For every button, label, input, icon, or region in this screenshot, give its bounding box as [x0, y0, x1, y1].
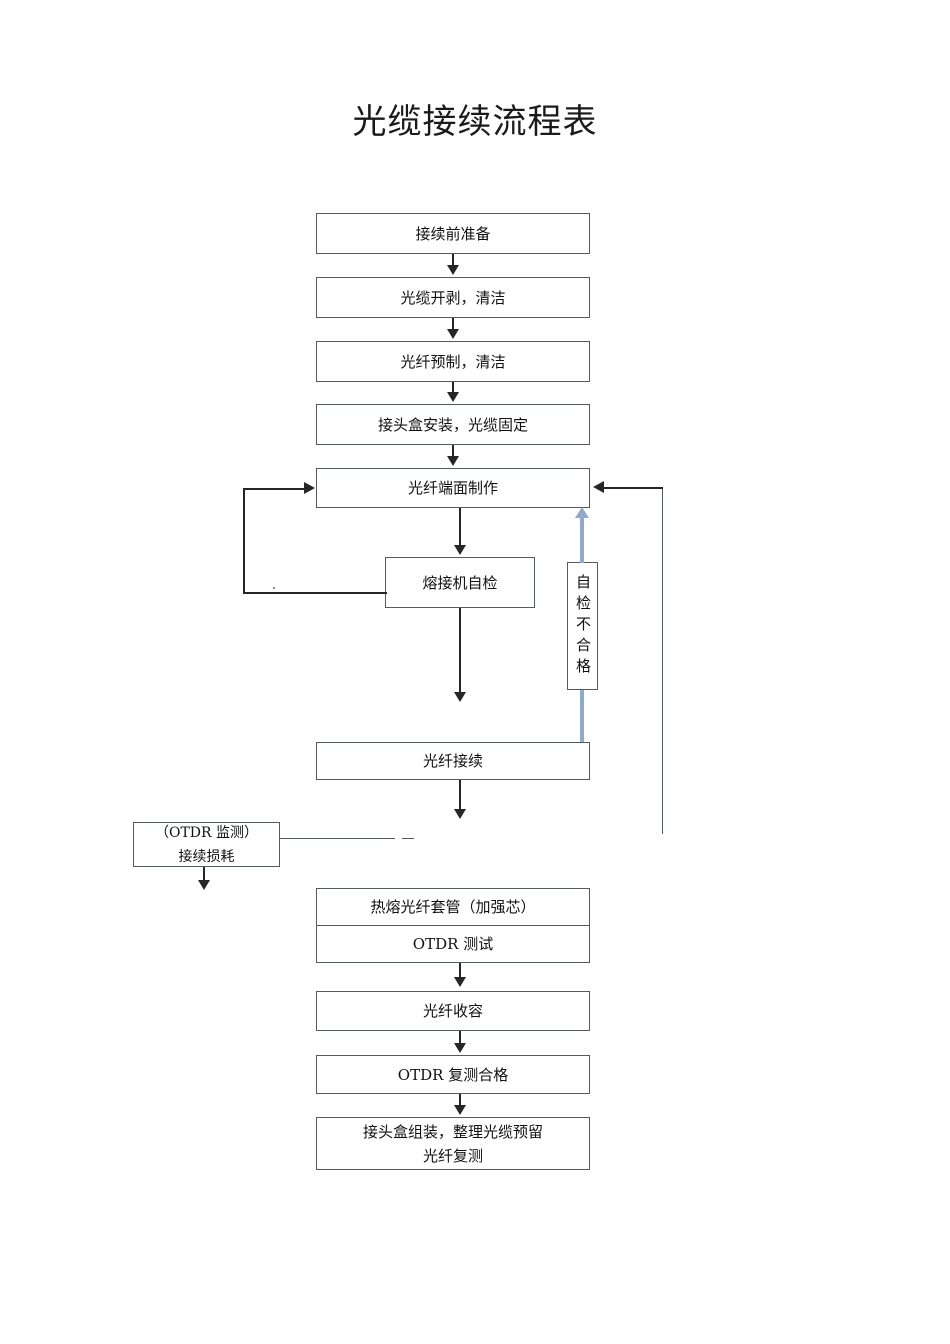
connector-9-10 [459, 963, 461, 979]
connector-11-12 [459, 1094, 461, 1107]
flow-node-6: 熔接机自检 [385, 557, 535, 608]
arrowhead-7-8-icon [454, 809, 466, 819]
connector-7-8 [459, 780, 461, 811]
arrowhead-4-5-icon [447, 456, 459, 466]
loop-left-top-segment [243, 488, 305, 490]
otdr-monitor-line-1: （OTDR 监测） [154, 824, 259, 841]
stray-mark [273, 587, 275, 589]
feedback-line-upper [580, 517, 584, 563]
loop-left-vertical-segment [243, 488, 245, 594]
arrowhead-9-10-icon [454, 977, 466, 987]
flow-node-10: 光纤收容 [316, 991, 590, 1031]
connector-4-5 [452, 445, 454, 457]
arrowhead-feedback-icon [575, 507, 589, 518]
otdr-monitor-leader-line [280, 838, 395, 839]
feedback-label-box: 自检不合格 [567, 562, 598, 690]
connector-10-11 [459, 1031, 461, 1045]
arrowhead-1-2-icon [447, 265, 459, 275]
arrowhead-loop-left-icon [304, 482, 315, 494]
otdr-monitor-exit-line [203, 867, 205, 882]
otdr-monitor-line-2: 接续损耗 [178, 848, 235, 865]
connector-6-7 [459, 608, 461, 694]
page-title: 光缆接续流程表 [352, 102, 598, 142]
flow-node-7: 光纤接续 [316, 742, 590, 780]
otdr-monitor-box: （OTDR 监测） 接续损耗 [133, 822, 280, 867]
connector-1-2 [452, 254, 454, 268]
flow-node-4: 接头盒安装，光缆固定 [316, 404, 590, 445]
arrowhead-10-11-icon [454, 1043, 466, 1053]
connector-5-6 [459, 508, 461, 547]
return-line-vertical [662, 487, 663, 834]
flow-node-2: 光缆开剥，清洁 [316, 277, 590, 318]
flow-node-9: OTDR 测试 [316, 925, 590, 963]
arrowhead-otdr-monitor-icon [198, 880, 210, 890]
flow-node-8: 热熔光纤套管（加强芯） [316, 888, 590, 926]
arrowhead-5-6-icon [454, 545, 466, 555]
arrowhead-return-icon [593, 481, 604, 493]
arrowhead-11-12-icon [454, 1105, 466, 1115]
connector-2-3 [452, 318, 454, 332]
flow-node-1: 接续前准备 [316, 213, 590, 254]
return-line-horizontal [604, 487, 663, 489]
arrowhead-6-7-icon [454, 692, 466, 702]
feedback-label-text: 自检不合格 [574, 573, 592, 679]
arrowhead-3-4-icon [447, 392, 459, 402]
arrowhead-2-3-icon [447, 329, 459, 339]
flow-node-11: OTDR 复测合格 [316, 1055, 590, 1094]
flow-node-12: 接头盒组装，整理光缆预留 光纤复测 [316, 1117, 590, 1170]
connector-3-4 [452, 382, 454, 394]
feedback-line-lower [580, 690, 584, 742]
otdr-monitor-leader-dash [402, 838, 414, 839]
loop-left-bottom-segment [243, 592, 387, 594]
flow-node-3: 光纤预制，清洁 [316, 341, 590, 382]
flow-node-5: 光纤端面制作 [316, 468, 590, 508]
